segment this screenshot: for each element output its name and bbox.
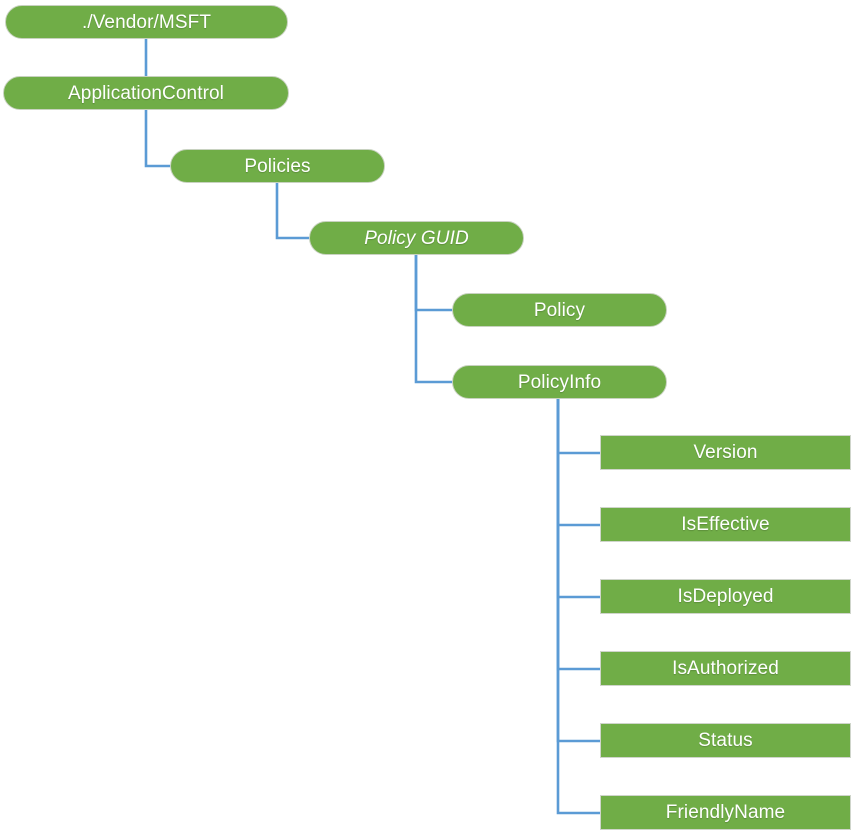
node-label-application-control: ApplicationControl [68, 82, 224, 104]
node-label-policy-guid: Policy GUID [364, 227, 469, 249]
connector-appcontrol-to-policies [144, 108, 172, 168]
node-label-is-authorized: IsAuthorized [672, 658, 779, 679]
node-policies[interactable]: Policies [170, 149, 385, 183]
connector-policyguid-to-policyinfo [414, 253, 454, 384]
node-friendly-name[interactable]: FriendlyName [600, 795, 851, 830]
connector-policyinfo-to-isdeployed [556, 397, 602, 599]
node-application-control[interactable]: ApplicationControl [3, 76, 289, 110]
node-is-authorized[interactable]: IsAuthorized [600, 651, 851, 686]
node-is-effective[interactable]: IsEffective [600, 507, 851, 542]
connector-policyinfo-to-version [556, 397, 602, 455]
node-version[interactable]: Version [600, 435, 851, 470]
connector-policyinfo-to-friendlyname [556, 397, 602, 815]
connector-policies-to-policyguid [275, 181, 311, 240]
connector-policyinfo-to-iseffective [556, 397, 602, 527]
node-label-vendor-msft: ./Vendor/MSFT [81, 11, 212, 33]
node-label-is-deployed: IsDeployed [677, 586, 774, 607]
connector-policyguid-to-policy [414, 253, 454, 312]
connector-policyinfo-to-status [556, 397, 602, 743]
node-label-policies: Policies [244, 155, 311, 177]
node-label-is-effective: IsEffective [681, 514, 770, 535]
node-label-version: Version [693, 442, 758, 463]
node-status[interactable]: Status [600, 723, 851, 758]
connector-policyinfo-to-isauthorized [556, 397, 602, 671]
node-policy-info[interactable]: PolicyInfo [452, 365, 667, 399]
node-label-friendly-name: FriendlyName [665, 802, 786, 823]
node-policy[interactable]: Policy [452, 293, 667, 327]
node-policy-guid[interactable]: Policy GUID [309, 221, 524, 255]
node-label-policy: Policy [533, 299, 586, 321]
node-label-policy-info: PolicyInfo [517, 371, 602, 393]
node-is-deployed[interactable]: IsDeployed [600, 579, 851, 614]
node-vendor-msft[interactable]: ./Vendor/MSFT [5, 5, 288, 39]
node-label-status: Status [698, 730, 753, 751]
